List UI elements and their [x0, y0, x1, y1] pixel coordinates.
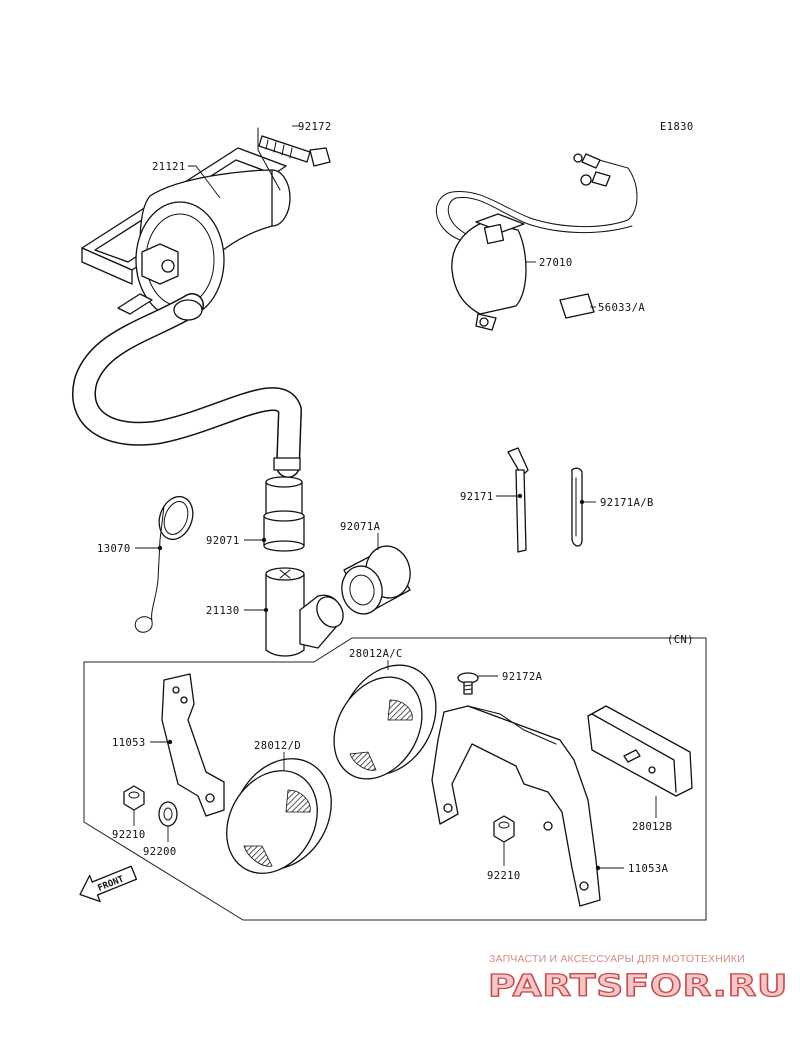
washer-92200-drawing — [158, 801, 178, 827]
part-label-92172: 92172 — [298, 121, 332, 133]
bracket-11053a-drawing — [431, 705, 601, 907]
bracket-11053-drawing — [161, 673, 225, 817]
front-arrow: FRONT — [79, 865, 138, 903]
part-label-92071a: 92071A — [340, 521, 381, 533]
clamp-92171ab-drawing — [571, 467, 583, 547]
part-label-56033: 56033/A — [598, 302, 645, 314]
part-label-92171: 92171 — [460, 491, 494, 503]
part-label-21130: 21130 — [206, 605, 240, 617]
part-label-13070: 13070 — [97, 543, 131, 555]
part-label-92210-right: 92210 — [487, 870, 521, 882]
plug-cap-21130-drawing — [265, 567, 344, 657]
watermark: ЗАПЧАСТИ И АКСЕССУАРЫ ДЛЯ МОТОТЕХНИКИ PA… — [487, 953, 788, 1005]
reflector-28012ac-drawing — [333, 664, 437, 780]
switch-27010-drawing — [436, 153, 638, 331]
nut-92210-left-drawing — [123, 785, 145, 811]
part-label-11053a: 11053A — [628, 863, 669, 875]
part-label-92171ab: 92171A/B — [600, 497, 654, 509]
part-label-21121: 21121 — [152, 161, 186, 173]
screw-92172a-drawing — [457, 672, 479, 695]
clamp-92171-drawing — [507, 447, 529, 553]
seal-92071a-drawing — [341, 545, 411, 615]
part-label-92200: 92200 — [143, 846, 177, 858]
reflector-28012b-drawing — [587, 705, 693, 797]
leader-lines — [133, 125, 657, 871]
part-label-28012ac: 28012A/C — [349, 648, 403, 660]
watermark-logo: PARTSFOR.RU — [488, 969, 788, 1004]
region-border — [83, 637, 707, 921]
diagram-code: E1830 — [660, 121, 694, 133]
nut-92210-right-drawing — [493, 815, 515, 843]
part-label-28012b: 28012B — [632, 821, 672, 833]
part-label-28012d: 28012/D — [254, 740, 301, 752]
region-code: (CN) — [667, 634, 694, 646]
ignition-coil-drawing — [72, 147, 302, 478]
part-label-92071: 92071 — [206, 535, 240, 547]
watermark-caption: ЗАПЧАСТИ И АКСЕССУАРЫ ДЛЯ МОТОТЕХНИКИ — [489, 953, 745, 965]
part-label-11053: 11053 — [112, 737, 146, 749]
reflector-28012d-drawing — [226, 758, 332, 874]
part-label-27010: 27010 — [539, 257, 573, 269]
part-label-92172a: 92172A — [502, 671, 543, 683]
ring-13070-drawing — [134, 495, 194, 633]
part-label-92210-left: 92210 — [112, 829, 146, 841]
boot-92071-drawing — [263, 476, 305, 552]
bolt-92172-drawing — [257, 127, 331, 191]
label-56033-drawing — [559, 293, 595, 319]
